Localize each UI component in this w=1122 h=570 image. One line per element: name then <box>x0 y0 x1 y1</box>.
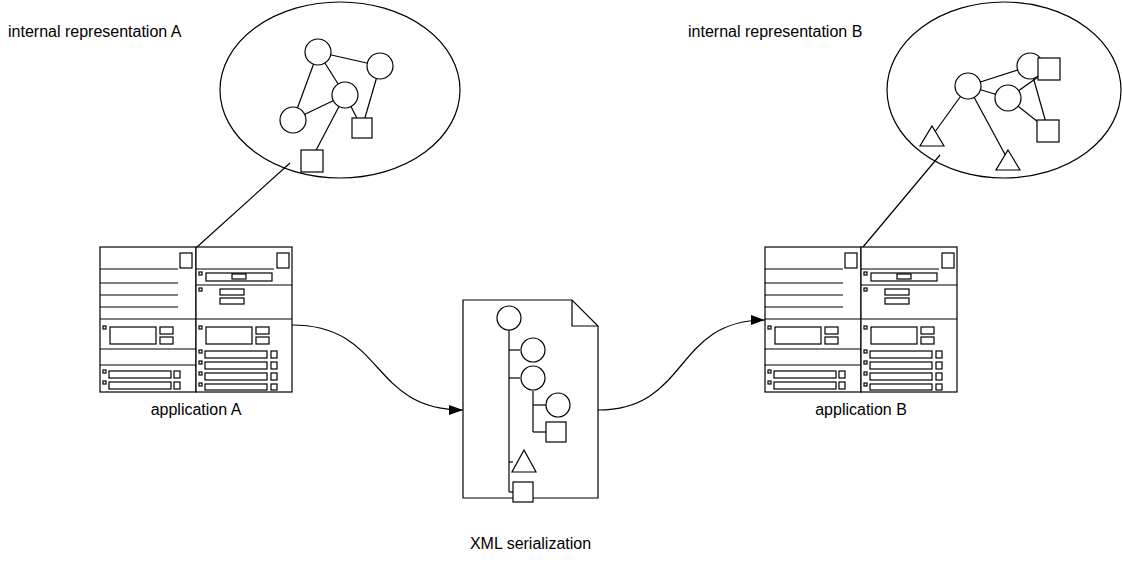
representation-ellipse: internal representation A <box>8 2 460 180</box>
node-label: internal representation B <box>688 22 862 41</box>
link-line <box>863 155 940 247</box>
link-line <box>197 163 290 247</box>
node-label: application A <box>151 400 242 419</box>
xml-document: XML serialization <box>463 300 598 555</box>
node-label: application B <box>815 400 907 419</box>
flow-arrow <box>598 320 765 410</box>
flow-arrow <box>292 325 463 410</box>
node-label: XML serialization <box>470 534 591 553</box>
application-server: application B <box>765 247 957 422</box>
application-server: application A <box>100 247 292 422</box>
representation-ellipse: internal representation B <box>688 2 1121 180</box>
node-label: internal representation A <box>8 22 181 41</box>
